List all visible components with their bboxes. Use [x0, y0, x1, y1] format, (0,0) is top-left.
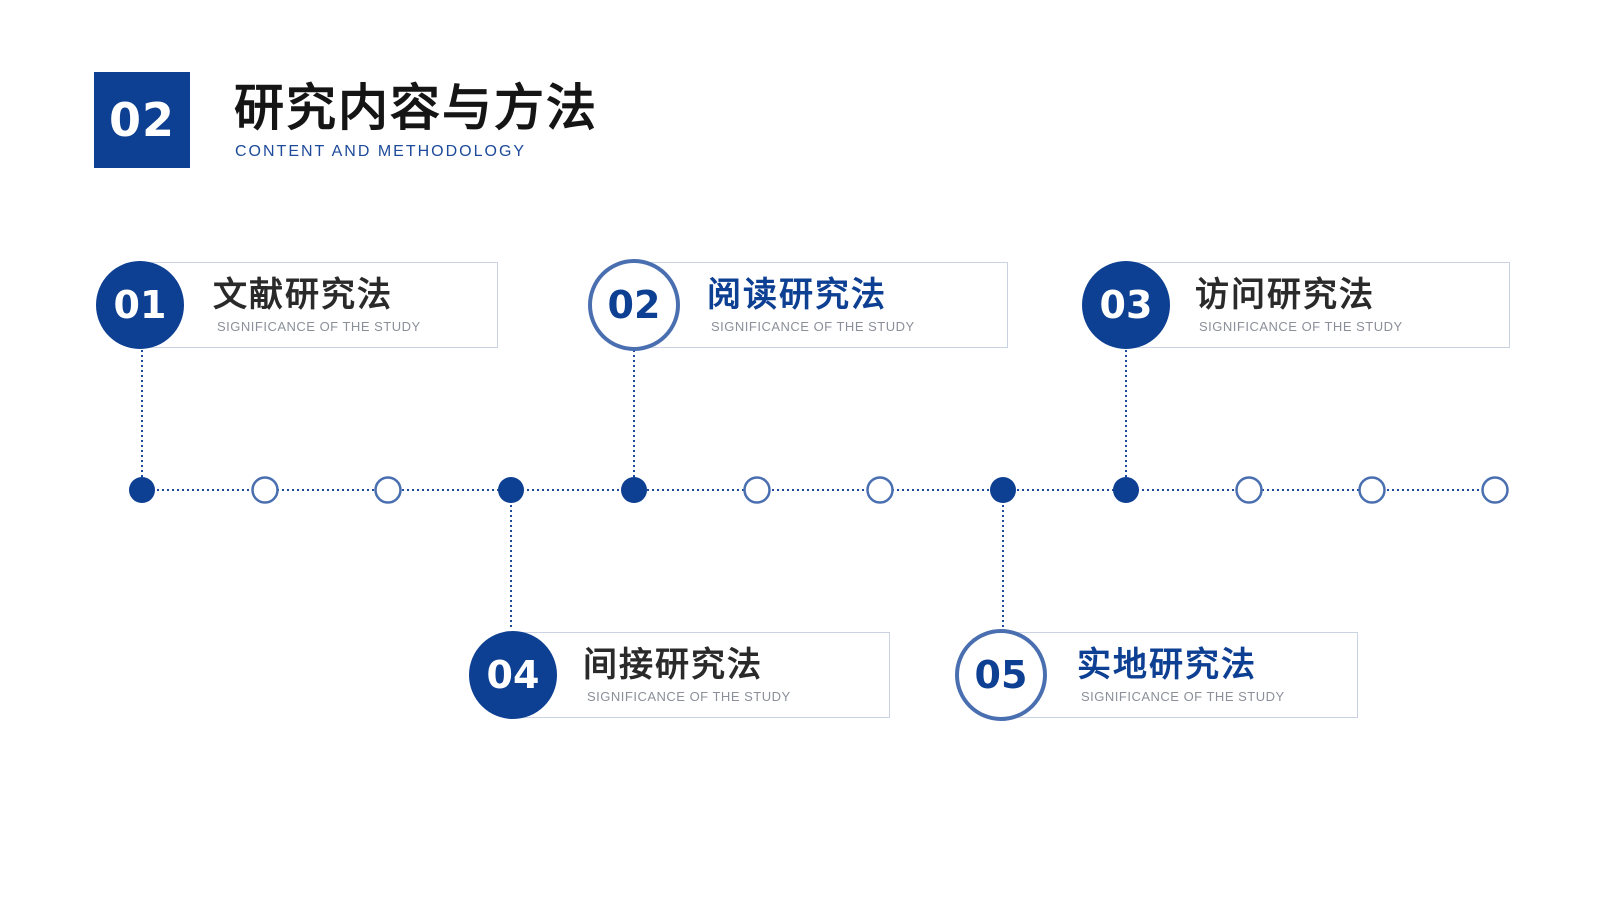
method-number: 04: [486, 653, 540, 697]
section-number-badge: 02: [94, 72, 190, 168]
timeline-node-1: [129, 477, 155, 503]
timeline-node-6: [743, 476, 771, 504]
method-title: 访问研究法: [1195, 275, 1375, 315]
method-number: 02: [607, 283, 661, 327]
page-title: 研究内容与方法: [234, 79, 598, 137]
method-card-03[interactable]: 访问研究法 SIGNIFICANCE OF THE STUDY: [1126, 262, 1510, 348]
method-subtitle: SIGNIFICANCE OF THE STUDY: [711, 319, 915, 334]
timeline-node-4: [498, 477, 524, 503]
method-title: 阅读研究法: [707, 275, 887, 315]
page-subtitle: CONTENT AND METHODOLOGY: [235, 143, 527, 160]
method-card-02[interactable]: 阅读研究法 SIGNIFICANCE OF THE STUDY: [634, 262, 1008, 348]
timeline-connectors: [141, 350, 1127, 630]
method-subtitle: SIGNIFICANCE OF THE STUDY: [217, 319, 421, 334]
method-number-badge: 02: [588, 259, 680, 351]
timeline-node-9: [1113, 477, 1139, 503]
method-subtitle: SIGNIFICANCE OF THE STUDY: [587, 689, 791, 704]
section-number: 02: [108, 93, 175, 147]
timeline-node-10: [1235, 476, 1263, 504]
method-number-badge: 04: [469, 631, 557, 719]
timeline-node-5: [621, 477, 647, 503]
method-number: 01: [113, 283, 167, 327]
timeline-node-12: [1481, 476, 1509, 504]
method-number-badge: 03: [1082, 261, 1170, 349]
timeline-nodes: [129, 476, 1509, 504]
timeline-node-7: [866, 476, 894, 504]
method-card-01[interactable]: 文献研究法 SIGNIFICANCE OF THE STUDY: [140, 262, 498, 348]
method-number-badge: 01: [96, 261, 184, 349]
method-number-badge: 05: [955, 629, 1047, 721]
timeline-node-11: [1358, 476, 1386, 504]
timeline-node-8: [990, 477, 1016, 503]
method-number: 03: [1099, 283, 1153, 327]
method-title: 实地研究法: [1077, 645, 1257, 685]
method-title: 文献研究法: [213, 275, 393, 315]
method-title: 间接研究法: [583, 645, 763, 685]
timeline-node-2: [251, 476, 279, 504]
method-card-05[interactable]: 实地研究法 SIGNIFICANCE OF THE STUDY: [1000, 632, 1358, 718]
method-subtitle: SIGNIFICANCE OF THE STUDY: [1199, 319, 1403, 334]
method-subtitle: SIGNIFICANCE OF THE STUDY: [1081, 689, 1285, 704]
timeline-node-3: [374, 476, 402, 504]
method-card-04[interactable]: 间接研究法 SIGNIFICANCE OF THE STUDY: [510, 632, 890, 718]
method-number: 05: [974, 653, 1028, 697]
